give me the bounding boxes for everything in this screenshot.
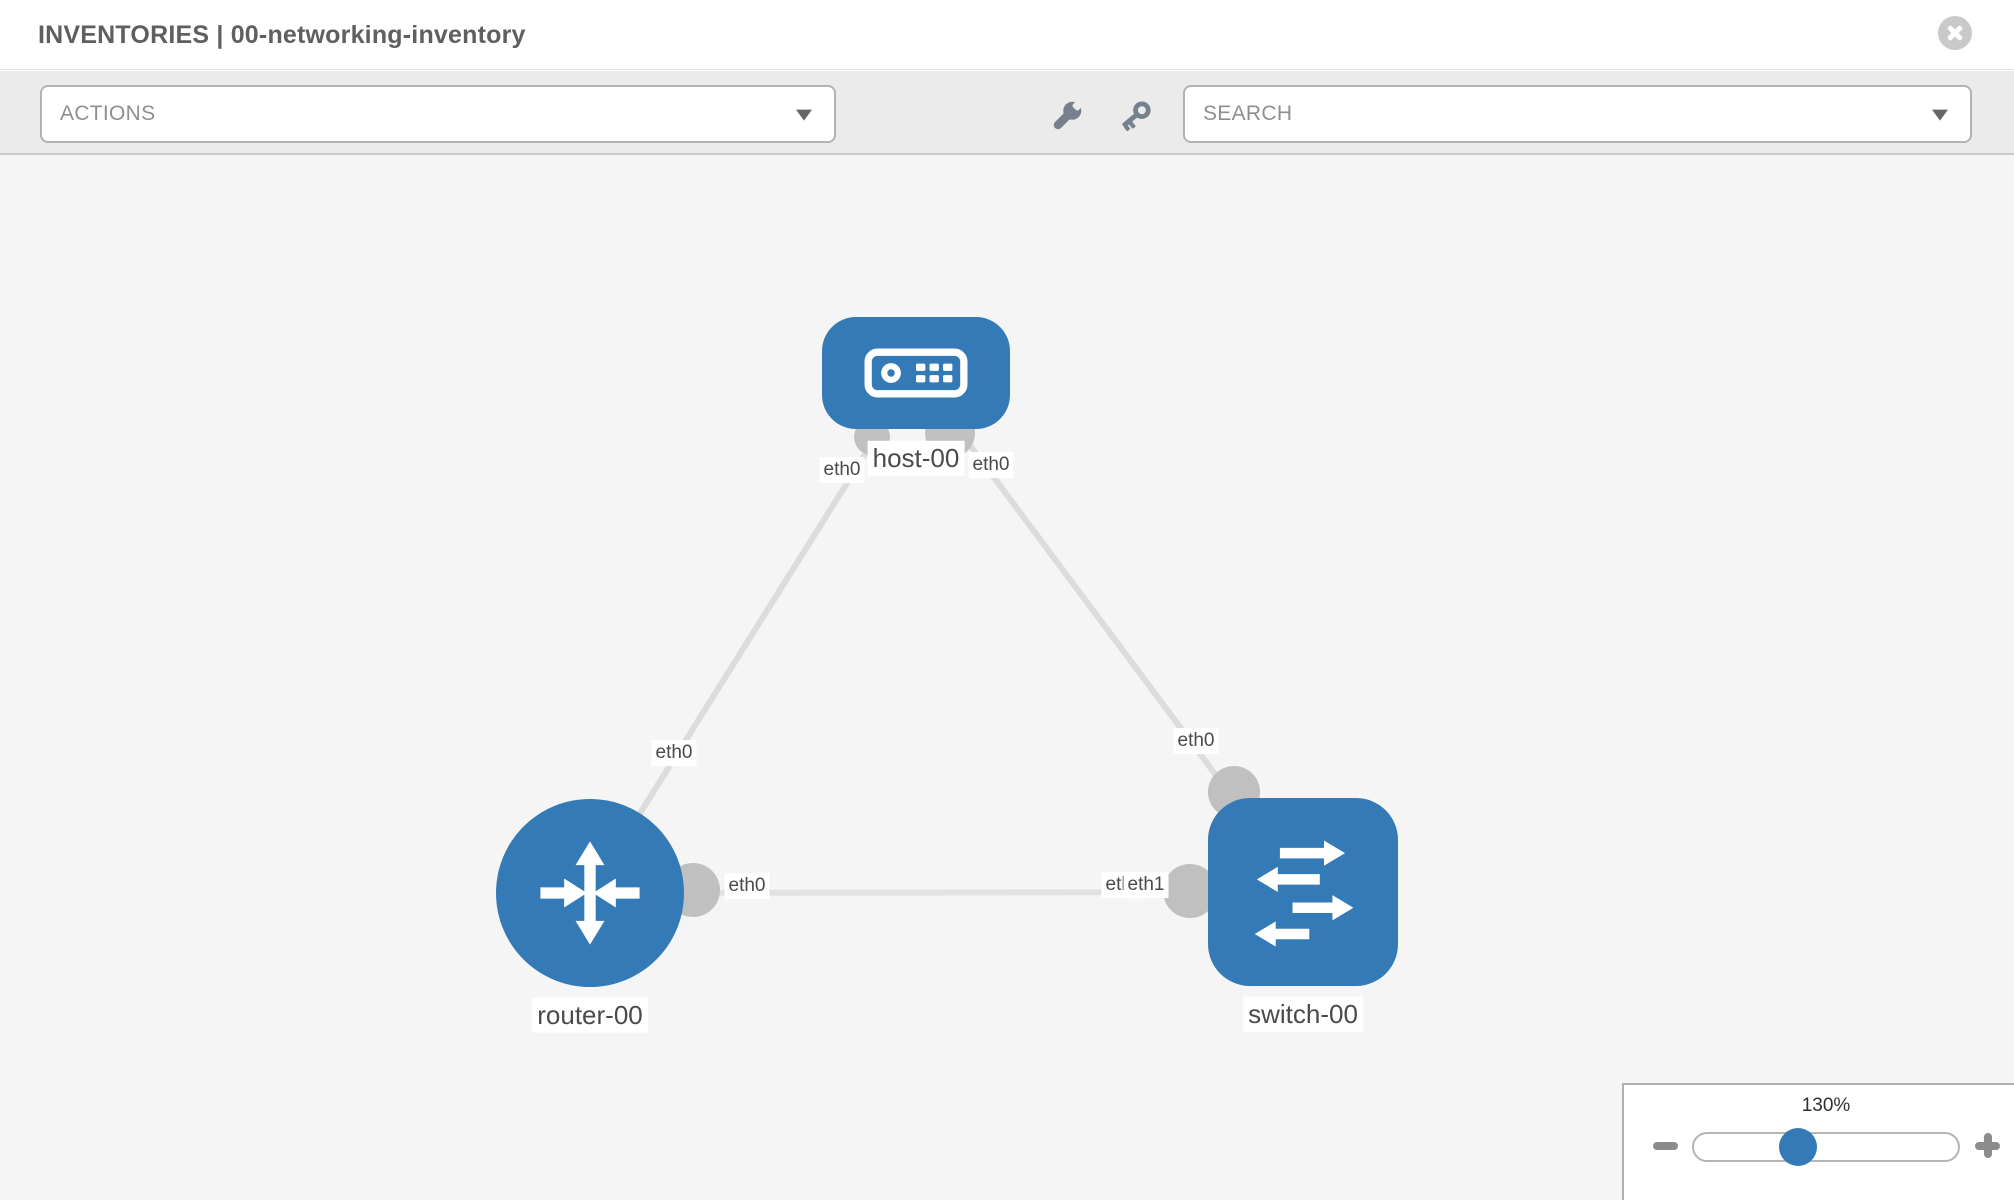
interface-label: eth0 <box>651 740 697 766</box>
close-button[interactable] <box>1938 16 1972 50</box>
interface-label: eth0 <box>968 452 1014 478</box>
node-router-00[interactable] <box>496 799 684 987</box>
search-dropdown[interactable]: SEARCH <box>1183 85 1972 143</box>
switch-icon <box>1254 840 1354 947</box>
zoom-slider[interactable] <box>1692 1132 1960 1162</box>
interface-label: eth0 <box>1173 728 1219 754</box>
toolbar: ACTIONS SEARCH <box>0 71 2014 155</box>
key-icon <box>1122 101 1151 132</box>
wrench-icon <box>1053 98 1085 130</box>
topology-links <box>587 371 1306 896</box>
close-icon <box>1947 25 1963 41</box>
zoom-in-button[interactable] <box>1975 1133 2000 1158</box>
search-dropdown-label: SEARCH <box>1203 102 1293 125</box>
node-host-00[interactable] <box>822 317 1010 429</box>
interface-label: eth0 <box>724 873 770 899</box>
node-switch-00[interactable] <box>1208 798 1398 986</box>
actions-dropdown-label: ACTIONS <box>60 102 156 125</box>
topology-canvas[interactable]: host-00 router-00 switch-00 eth0 eth0 et… <box>0 155 2014 1200</box>
chevron-down-icon <box>796 109 812 121</box>
node-label-router: router-00 <box>532 997 648 1033</box>
zoom-slider-thumb[interactable] <box>1779 1128 1817 1166</box>
zoom-out-button[interactable] <box>1653 1142 1678 1150</box>
actions-dropdown[interactable]: ACTIONS <box>40 85 836 143</box>
chevron-down-icon <box>1932 109 1948 121</box>
interface-label: eth1 <box>1123 872 1169 898</box>
header: INVENTORIES | 00-networking-inventory <box>0 0 2014 70</box>
interface-label: eth0 <box>819 457 865 483</box>
zoom-level-label: 130% <box>1801 1095 1851 1116</box>
node-label-switch: switch-00 <box>1243 996 1363 1032</box>
tools-button[interactable] <box>1049 98 1085 134</box>
server-icon <box>864 348 968 398</box>
zoom-control-panel: 130% <box>1622 1083 2014 1200</box>
page-title: INVENTORIES | 00-networking-inventory <box>38 21 526 49</box>
key-button[interactable] <box>1117 98 1153 134</box>
node-label-host: host-00 <box>867 440 965 476</box>
router-icon <box>540 841 640 945</box>
